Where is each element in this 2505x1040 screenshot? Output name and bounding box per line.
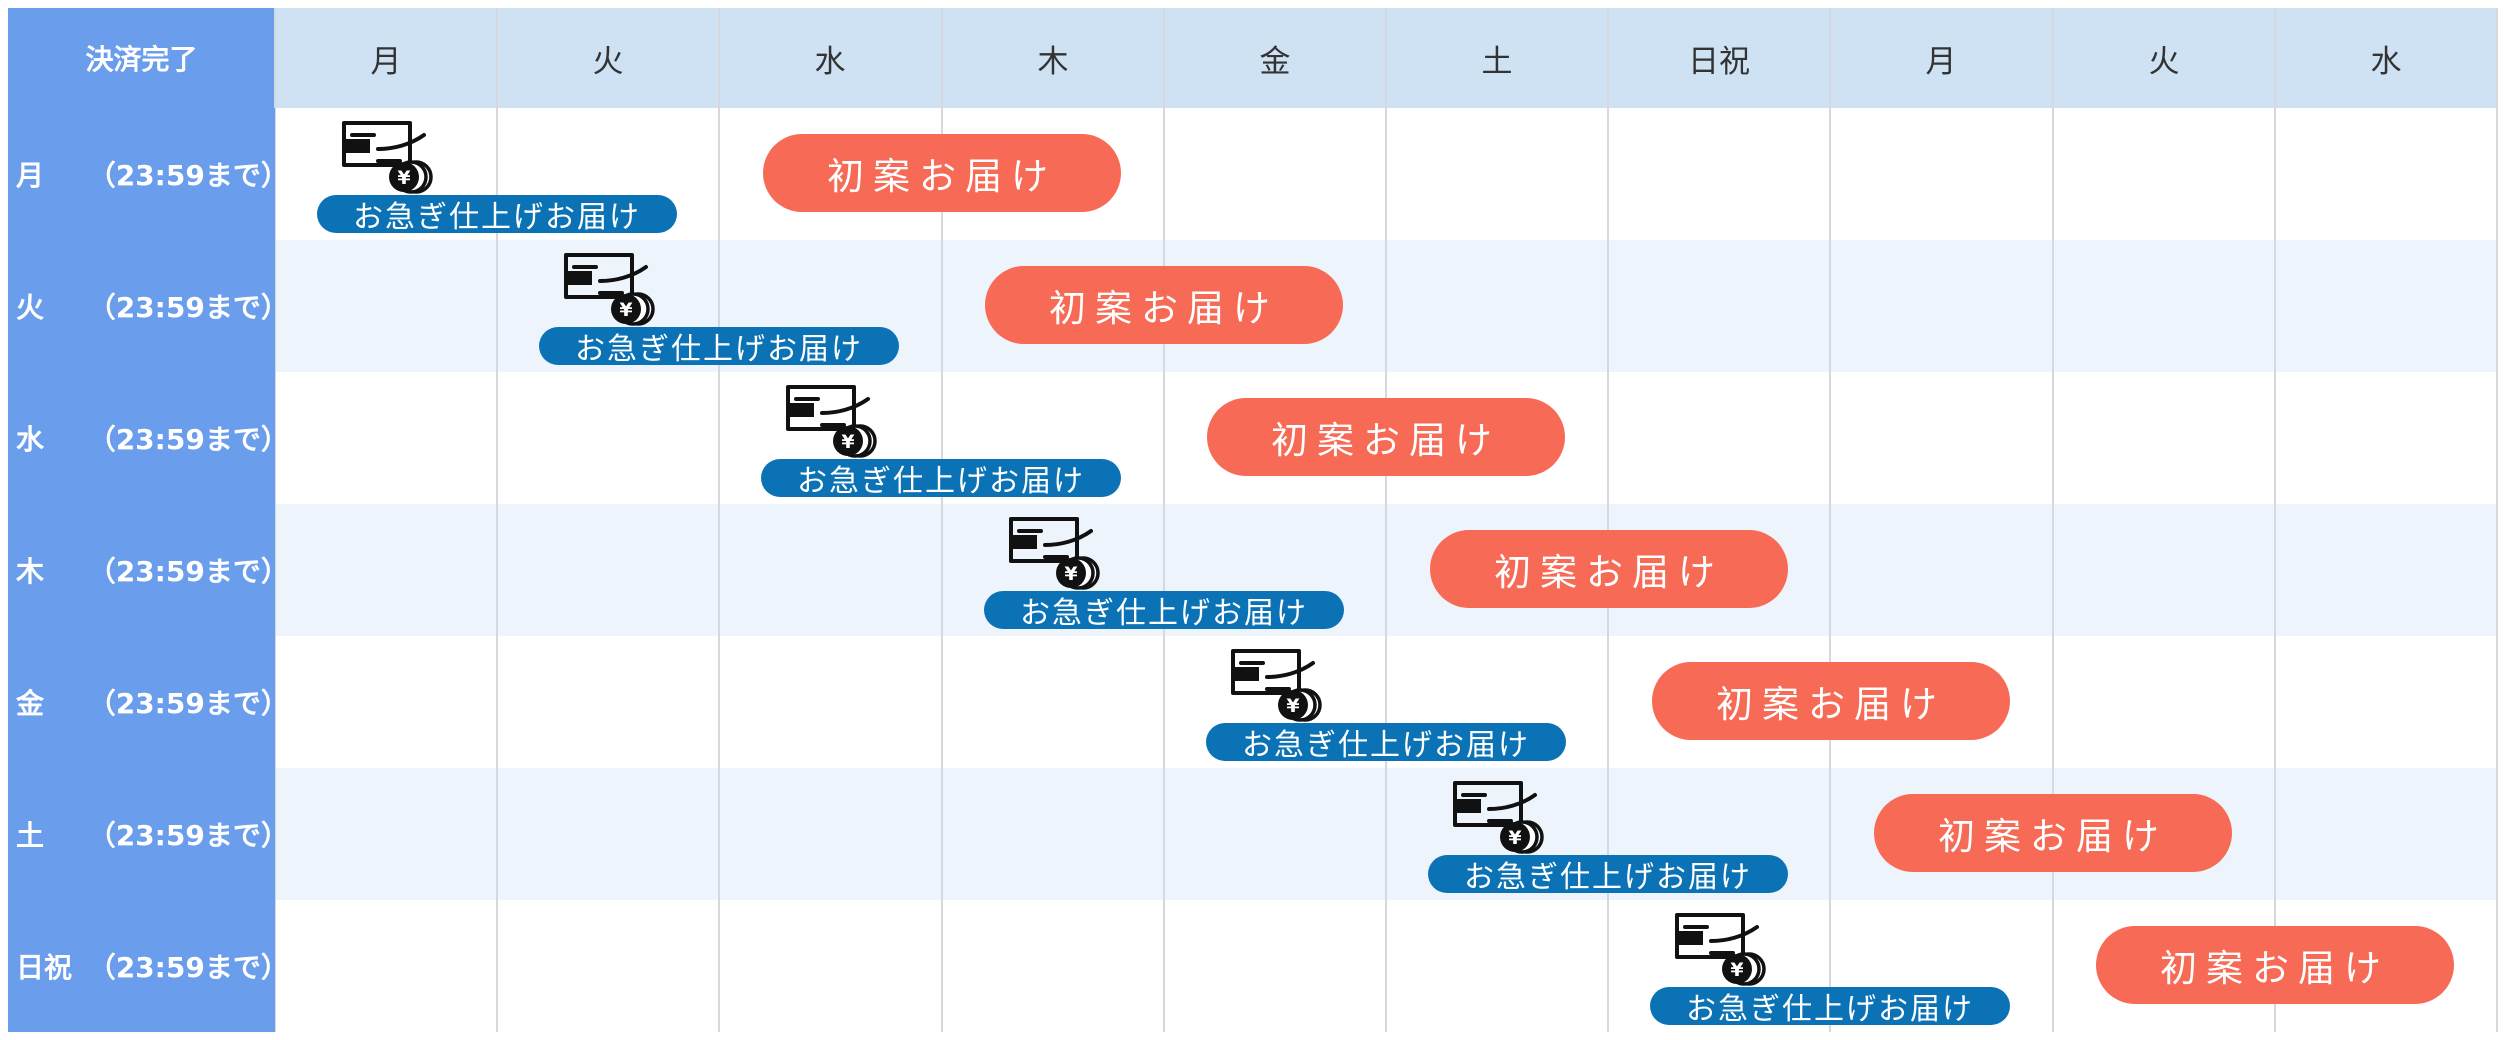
row-label: 金 （23:59まで） — [8, 636, 289, 768]
first-draft-pill: 初案お届け — [1207, 398, 1565, 476]
first-draft-pill: 初案お届け — [2096, 926, 2454, 1004]
row-label: 土 （23:59まで） — [8, 768, 289, 900]
column-divider — [274, 8, 276, 1032]
rush-delivery-pill: お急ぎ仕上げお届け — [761, 459, 1121, 499]
day-header: 火 — [592, 43, 624, 80]
column-divider — [718, 8, 720, 1032]
column-divider — [1829, 8, 1831, 1032]
first-draft-pill: 初案お届け — [763, 134, 1121, 212]
day-header: 土 — [1481, 43, 1513, 80]
column-divider — [1163, 8, 1165, 1032]
rush-delivery-pill: お急ぎ仕上げお届け — [539, 327, 899, 367]
row-label-deadline: （23:59まで） — [87, 159, 289, 192]
row-label: 水 （23:59まで） — [8, 372, 289, 504]
rush-delivery-pill: お急ぎ仕上げお届け — [317, 195, 677, 235]
day-header: 火 — [2148, 43, 2180, 80]
row-label-day: 土 — [16, 819, 45, 852]
payment-card-yen-icon — [1449, 775, 1549, 855]
row-label-day: 木 — [16, 555, 45, 588]
row-label: 日祝 （23:59まで） — [8, 900, 289, 1032]
payment-card-yen-icon — [1671, 907, 1771, 987]
row-label-deadline: （23:59まで） — [87, 555, 289, 588]
row-label: 木 （23:59まで） — [8, 504, 289, 636]
row-label-day: 金 — [16, 687, 45, 720]
column-divider — [2496, 8, 2498, 1032]
payment-card-yen-icon — [338, 115, 438, 195]
payment-card-yen-icon — [782, 379, 882, 459]
first-draft-pill: 初案お届け — [1874, 794, 2232, 872]
day-header: 金 — [1259, 43, 1291, 80]
column-divider — [1385, 8, 1387, 1032]
row-label-day: 月 — [16, 159, 45, 192]
rush-delivery-pill: お急ぎ仕上げお届け — [1206, 723, 1566, 763]
payment-card-yen-icon — [560, 247, 660, 327]
row-label-day: 火 — [16, 291, 45, 324]
rush-delivery-pill: お急ぎ仕上げお届け — [1428, 855, 1788, 895]
rush-delivery-pill: お急ぎ仕上げお届け — [1650, 987, 2010, 1027]
column-divider — [2052, 8, 2054, 1032]
row-label: 火 （23:59まで） — [8, 240, 289, 372]
first-draft-pill: 初案お届け — [985, 266, 1343, 344]
payment-card-yen-icon — [1005, 511, 1105, 591]
column-divider — [496, 8, 498, 1032]
corner-label: 決済完了 — [8, 8, 275, 108]
first-draft-pill: 初案お届け — [1652, 662, 2010, 740]
row-label-deadline: （23:59まで） — [87, 951, 289, 984]
day-header: 月 — [370, 43, 402, 80]
row-label-day: 水 — [16, 423, 45, 456]
rush-delivery-pill: お急ぎ仕上げお届け — [984, 591, 1344, 631]
column-divider — [1607, 8, 1609, 1032]
day-header: 木 — [1037, 43, 1069, 80]
day-header: 水 — [2370, 43, 2402, 80]
row-label-deadline: （23:59まで） — [87, 291, 289, 324]
day-header: 月 — [1925, 43, 1957, 80]
row-label-deadline: （23:59まで） — [87, 819, 289, 852]
day-header: 日祝 — [1688, 43, 1750, 80]
column-divider — [941, 8, 943, 1032]
row-label: 月 （23:59まで） — [8, 108, 289, 240]
first-draft-pill: 初案お届け — [1430, 530, 1788, 608]
column-divider — [2274, 8, 2276, 1032]
row-label-deadline: （23:59まで） — [87, 687, 289, 720]
payment-card-yen-icon — [1227, 643, 1327, 723]
row-label-deadline: （23:59まで） — [87, 423, 289, 456]
row-label-day: 日祝 — [16, 951, 73, 984]
day-header: 水 — [814, 43, 846, 80]
